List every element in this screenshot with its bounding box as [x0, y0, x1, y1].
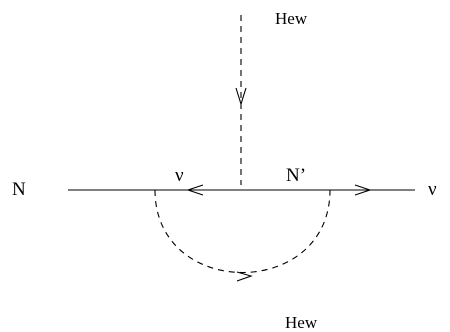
top-external-label: Hew — [275, 9, 308, 28]
left-particle-label: N — [12, 179, 26, 200]
loop-scalar-arrow — [236, 271, 253, 282]
loop-scalar-line — [154, 189, 331, 274]
bottom-external-label: Hew — [285, 313, 318, 332]
fermion-arrow-left — [186, 184, 204, 196]
fermion-arrow-right — [354, 184, 372, 196]
right-particle-label: ν — [428, 179, 437, 200]
internal-nprime-label: N’ — [286, 165, 306, 186]
incoming-scalar-arrow — [235, 87, 247, 106]
internal-nu-label: ν — [175, 165, 184, 186]
